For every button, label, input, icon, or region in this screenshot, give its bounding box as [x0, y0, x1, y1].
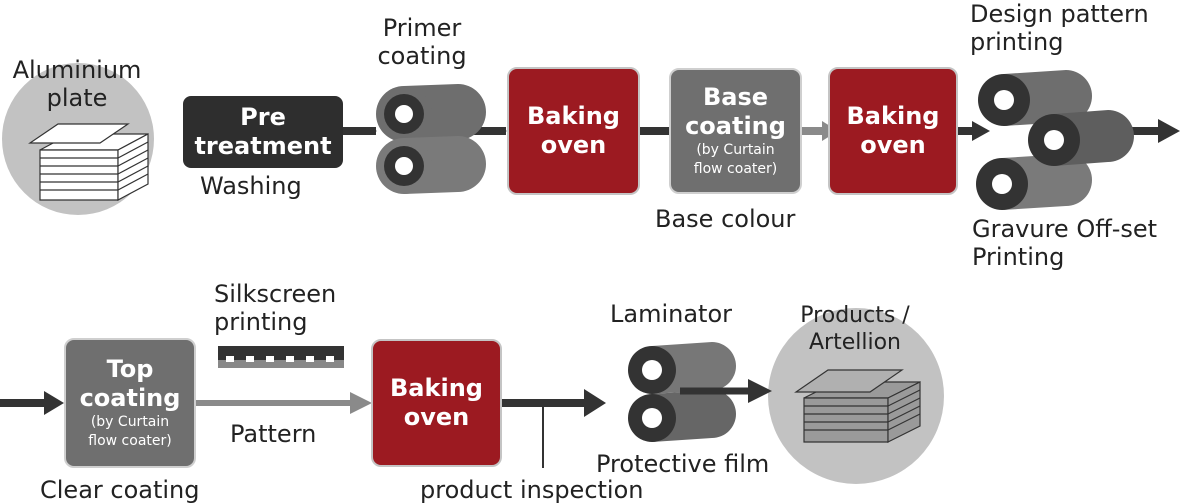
clear-coating-caption: Clear coating — [40, 476, 200, 504]
product-stack-icon — [794, 369, 921, 443]
base-colour-caption: Base colour — [655, 205, 796, 233]
baking-oven-1-label: Baking oven — [527, 102, 620, 159]
plate-stack-icon — [28, 123, 149, 201]
base-coating-box: Base coating (by Curtain flow coater) — [669, 68, 802, 194]
laminator-label: Laminator — [610, 300, 733, 328]
baking-oven-3: Baking oven — [371, 339, 502, 467]
aluminium-plate-label: Aluminium plate — [12, 56, 142, 112]
arrow-in-top-coating-head — [44, 391, 64, 415]
arrow-oven3-to-laminator-head — [584, 389, 606, 417]
base-coating-sub: (by Curtain flow coater) — [693, 142, 778, 177]
product-inspection-label: product inspection — [420, 476, 644, 504]
top-coating-label: Top coating — [79, 355, 181, 412]
washing-caption: Washing — [200, 172, 302, 200]
top-coating-sub: (by Curtain flow coater) — [88, 414, 172, 449]
gravure-printing-label: Gravure Off-set Printing — [972, 215, 1158, 271]
silkscreen-label: Silkscreen printing — [214, 280, 337, 336]
primer-roller-icon — [376, 84, 486, 194]
baking-oven-2: Baking oven — [828, 67, 958, 195]
base-coating-label: Base coating — [685, 83, 786, 140]
design-pattern-label: Design pattern printing — [970, 0, 1149, 56]
pattern-label: Pattern — [230, 420, 317, 448]
arrow-design-out-head — [1158, 119, 1180, 143]
arrow-oven2-to-design-head — [972, 121, 990, 141]
baking-oven-3-label: Baking oven — [390, 374, 483, 431]
baking-oven-2-label: Baking oven — [846, 102, 940, 159]
gravure-roller-icon — [976, 70, 1134, 210]
pretreatment-box: Pre treatment — [183, 96, 343, 168]
pretreatment-label: Pre treatment — [194, 103, 332, 160]
laminator-roller-icon — [628, 342, 736, 442]
protective-film-label: Protective film — [596, 450, 770, 478]
primer-coating-label: Primer coating — [377, 14, 467, 70]
arrow-laminator-to-products-head — [748, 379, 772, 403]
silkscreen-icon — [218, 346, 344, 368]
baking-oven-1: Baking oven — [507, 67, 640, 195]
arrow-top-to-oven3-head — [350, 392, 372, 414]
products-artellion-label: Products / Artellion — [800, 303, 910, 355]
top-coating-box: Top coating (by Curtain flow coater) — [64, 338, 196, 468]
